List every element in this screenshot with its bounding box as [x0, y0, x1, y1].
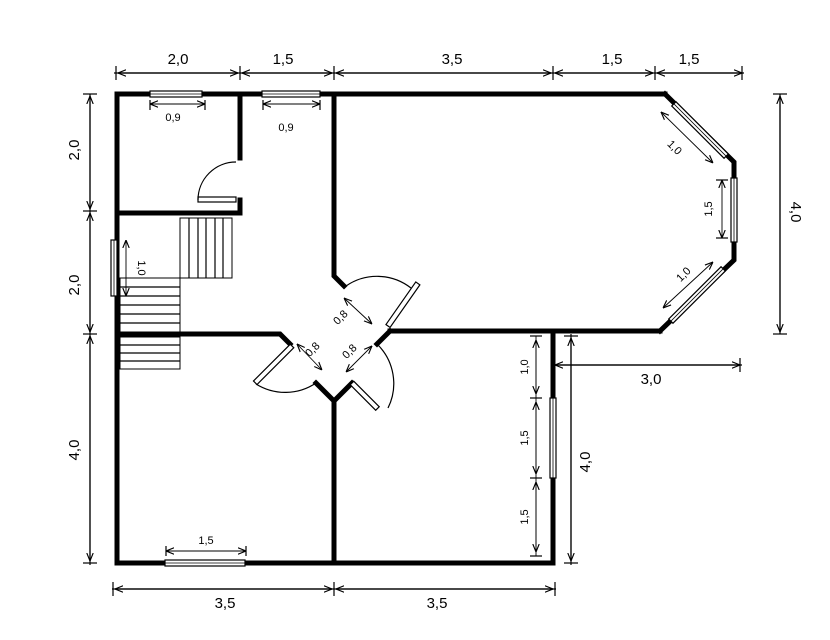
label-window-stair: 1,0: [135, 260, 147, 275]
dim-left-2: 2,0: [66, 275, 83, 296]
dim-bottom-2: 3,5: [427, 595, 448, 612]
outer-dimensions: 2,0 1,5 3,5 1,5 1,5 2,0 2,0 4,0 3,5 3,5 …: [66, 51, 804, 612]
label-window-top-mid: 0,9: [278, 122, 293, 134]
label-window-top-left: 0,9: [165, 112, 180, 124]
label-door-lower-left: 0,8: [303, 340, 322, 359]
doors: [197, 161, 421, 412]
dim-right-lower: 4,0: [577, 452, 594, 473]
wall-junction-right: [373, 327, 394, 348]
dim-bottom-1: 3,5: [215, 595, 236, 612]
inner-dimensions: 0,9 0,9 1,0 1,5 1,0 1,0 1,5 0,8 0,8: [126, 100, 728, 557]
dim-right-offset: 3,0: [641, 371, 662, 388]
door-wc: [197, 161, 237, 203]
dim-left-1: 2,0: [66, 140, 83, 161]
wall-mid-left: [114, 331, 294, 348]
outer-walls: [114, 90, 737, 566]
label-window-bay-mid: 1,5: [703, 201, 715, 216]
door-upper-right: [345, 275, 421, 329]
dim-top-3: 3,5: [442, 51, 463, 68]
label-right-wall-bottom: 1,5: [519, 509, 531, 524]
label-door-upper-right: 0,8: [331, 308, 350, 327]
wall-center-lower: [312, 379, 356, 405]
dim-right-bay: 4,0: [787, 202, 804, 223]
label-door-lower-right: 0,8: [340, 342, 359, 361]
label-window-bay-upper: 1,0: [664, 138, 683, 157]
inner-walls: [114, 91, 394, 566]
wall-center-upper: [331, 91, 348, 290]
label-window-bay-lower: 1,0: [674, 265, 693, 284]
label-right-wall-mid: 1,5: [519, 430, 531, 445]
dim-left-3: 4,0: [66, 440, 83, 461]
label-window-bottom: 1,5: [198, 535, 213, 547]
staircase: [119, 217, 233, 370]
label-right-wall-top: 1,0: [519, 359, 531, 374]
dim-top-2: 1,5: [273, 51, 294, 68]
dim-top-5: 1,5: [679, 51, 700, 68]
dim-top-4: 1,5: [602, 51, 623, 68]
door-lower-left: [252, 343, 317, 393]
dim-top-1: 2,0: [168, 51, 189, 68]
door-lower-right: [349, 343, 395, 412]
